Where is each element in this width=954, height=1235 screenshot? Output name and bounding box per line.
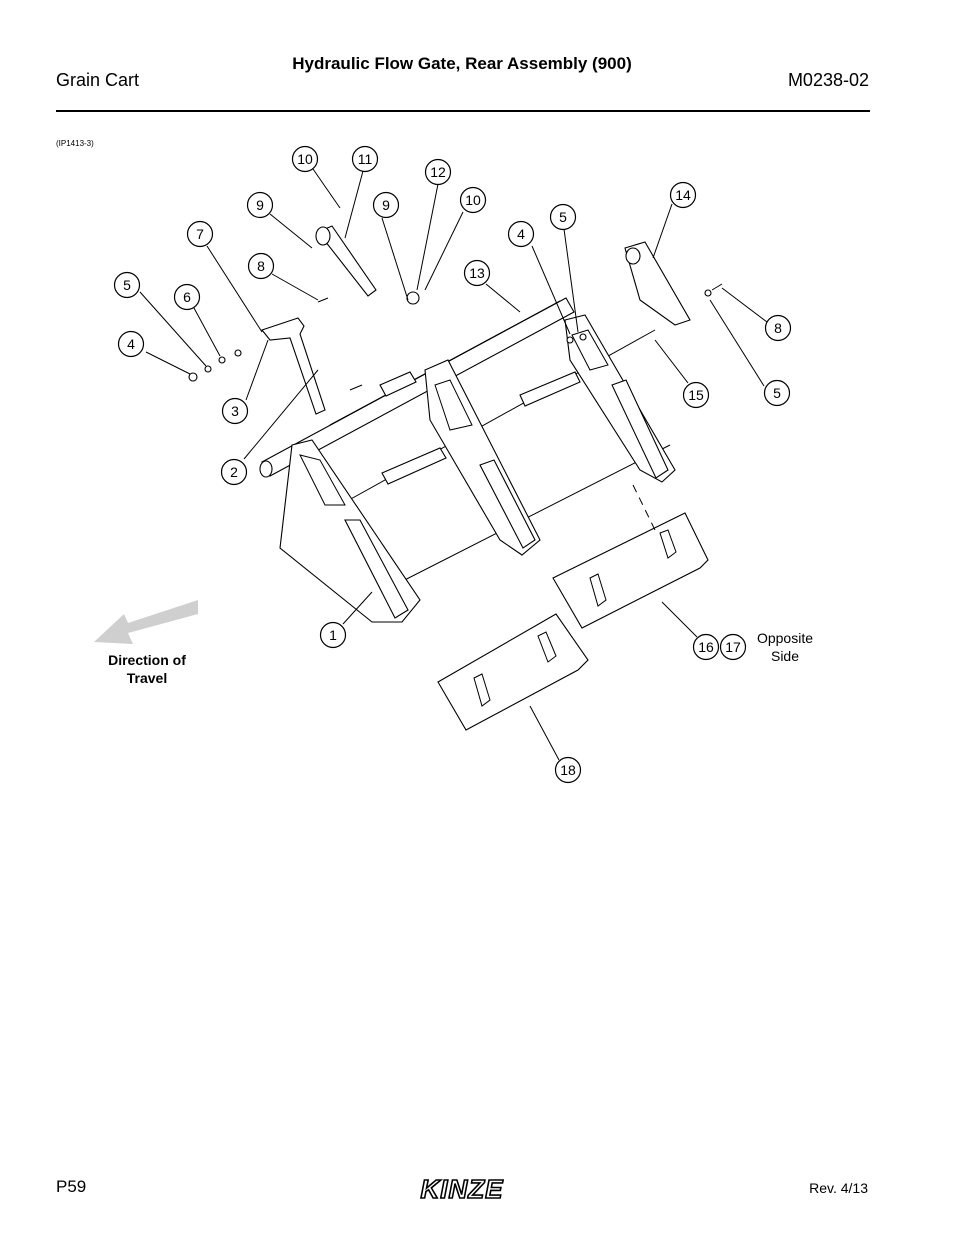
svg-text:18: 18 <box>560 762 576 778</box>
svg-text:16: 16 <box>698 639 714 655</box>
callout-3: 3 <box>221 397 249 425</box>
callout-16: 16 <box>692 633 720 661</box>
svg-text:9: 9 <box>382 197 390 213</box>
svg-text:11: 11 <box>358 151 373 167</box>
opposite-label-line2: Side <box>770 648 800 664</box>
callout-15: 15 <box>682 381 710 409</box>
page-number: P59 <box>56 1177 87 1196</box>
callout-4a: 4 <box>507 220 535 248</box>
svg-text:6: 6 <box>183 289 191 305</box>
direction-label-line1: Direction of <box>108 652 186 668</box>
svg-text:5: 5 <box>123 277 131 293</box>
callout-1: 1 <box>319 621 347 649</box>
leader-lines <box>139 168 768 761</box>
svg-text:13: 13 <box>469 265 485 281</box>
callout-6: 6 <box>173 283 201 311</box>
callout-13: 13 <box>463 259 491 287</box>
direction-arrow-icon <box>94 600 198 644</box>
svg-text:10: 10 <box>465 192 481 208</box>
svg-text:2: 2 <box>230 464 238 480</box>
callout-18: 18 <box>554 756 582 784</box>
page-title: Hydraulic Flow Gate, Rear Assembly (900) <box>292 54 632 73</box>
callout-9b: 9 <box>372 191 400 219</box>
gate-panel-16-17 <box>552 512 709 629</box>
svg-text:7: 7 <box>196 226 204 242</box>
svg-text:KINZE: KINZE <box>421 1176 504 1204</box>
revision-date: Rev. 4/13 <box>809 1180 868 1196</box>
svg-text:4: 4 <box>127 336 135 352</box>
svg-text:17: 17 <box>725 639 741 655</box>
callout-8b: 8 <box>764 314 792 342</box>
direction-label-line2: Travel <box>126 670 168 686</box>
svg-text:5: 5 <box>773 385 781 401</box>
svg-text:4: 4 <box>517 226 525 242</box>
mount-plate-14 <box>624 241 691 326</box>
header-section-name: Grain Cart <box>56 70 140 90</box>
header-rule <box>56 110 870 112</box>
link-arm-11 <box>317 225 377 297</box>
svg-text:8: 8 <box>774 320 782 336</box>
svg-text:9: 9 <box>256 197 264 213</box>
opposite-label-line1: Opposite <box>756 630 814 646</box>
callout-7: 7 <box>186 220 214 248</box>
kinze-logo: KINZE <box>420 1176 504 1204</box>
callout-10b: 10 <box>459 186 487 214</box>
callout-17: 17 <box>719 633 747 661</box>
figure-id: (IP1413-3) <box>56 139 94 148</box>
svg-text:15: 15 <box>688 387 704 403</box>
callout-10a: 10 <box>291 145 319 173</box>
direction-of-travel-label: Direction of Travel <box>96 651 198 687</box>
svg-text:8: 8 <box>257 258 265 274</box>
callout-2: 2 <box>220 458 248 486</box>
callout-11: 11 <box>351 145 379 173</box>
callout-12: 12 <box>424 158 452 186</box>
opposite-side-label: Opposite Side <box>748 629 822 665</box>
svg-text:1: 1 <box>329 627 337 643</box>
callout-5c: 5 <box>763 379 791 407</box>
svg-text:12: 12 <box>430 164 446 180</box>
callout-5a: 5 <box>549 203 577 231</box>
callout-14: 14 <box>669 181 697 209</box>
svg-text:3: 3 <box>231 403 239 419</box>
callout-8a: 8 <box>247 252 275 280</box>
svg-text:5: 5 <box>559 209 567 225</box>
svg-text:10: 10 <box>297 151 313 167</box>
svg-text:14: 14 <box>675 187 691 203</box>
callout-5b: 5 <box>113 271 141 299</box>
gate-panel-18 <box>437 613 589 731</box>
callout-9a: 9 <box>246 191 274 219</box>
callout-4b: 4 <box>117 330 145 358</box>
right-bracket <box>564 314 676 483</box>
left-bracket <box>279 439 421 623</box>
link-arm-7 <box>261 317 326 415</box>
center-bracket <box>424 359 541 556</box>
manual-number: M0238-02 <box>787 70 869 90</box>
